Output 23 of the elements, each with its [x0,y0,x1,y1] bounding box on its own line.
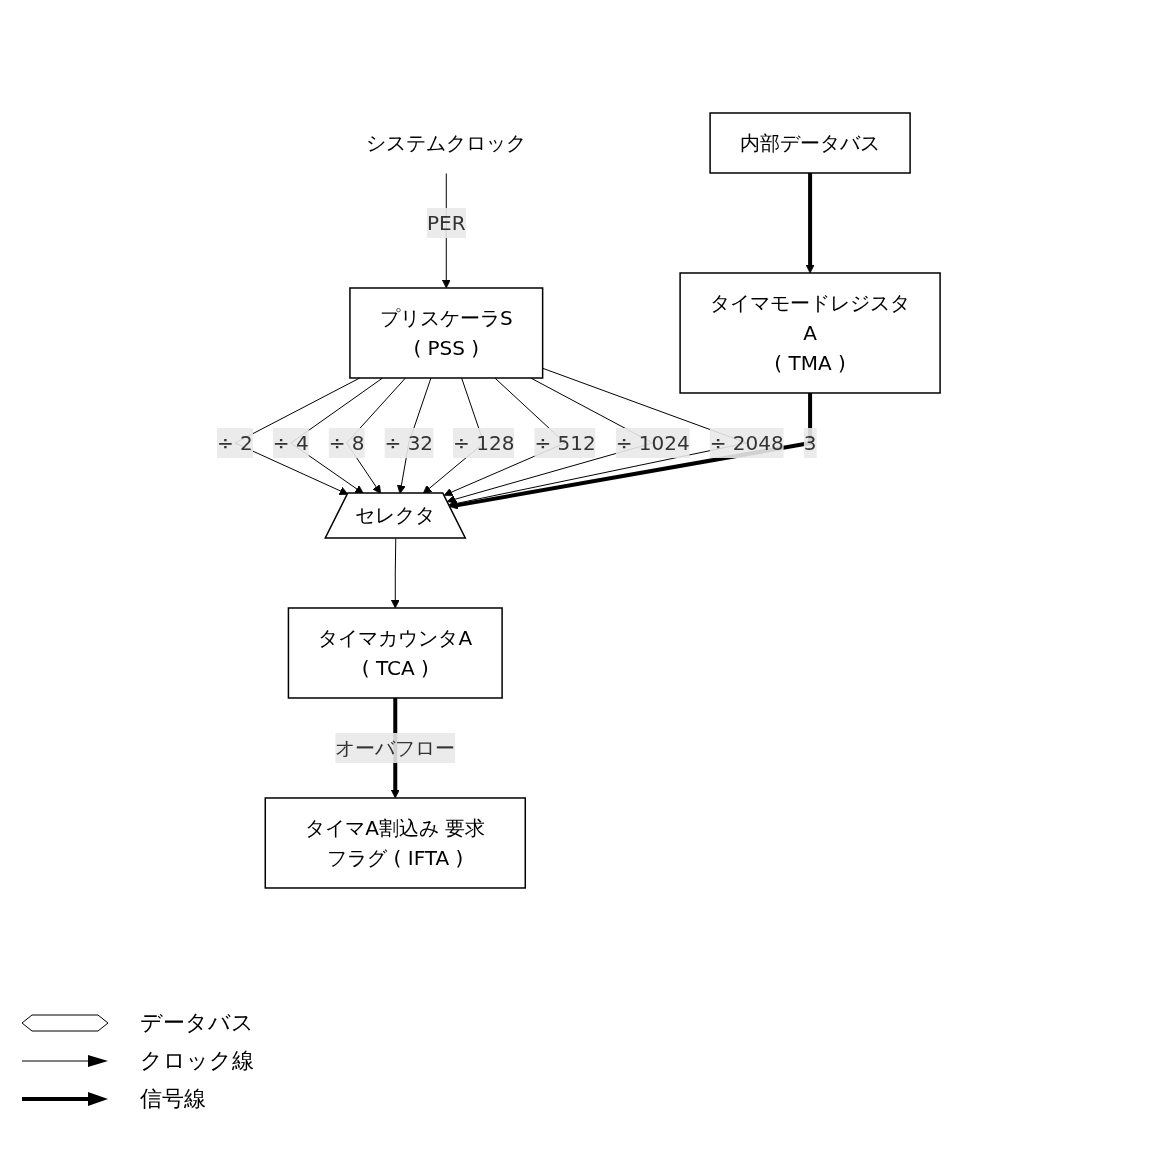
node-box: タイマカウンタA ( TCA ) [288,606,504,699]
edge-label: PER [427,210,467,235]
edge-label: オーバフロー [335,735,456,760]
edge-label: ÷ 32 [384,430,434,455]
legend-label: データバス [140,1009,254,1037]
legend-label: 信号線 [140,1085,206,1113]
legend-label: クロック線 [140,1047,254,1075]
node-box: タイマモードレジスタA ( TMA ) [679,271,942,394]
edge-label: ÷ 128 [453,430,515,455]
edge-label: ÷ 8 [329,430,365,455]
node-text: システムクロック [366,130,527,155]
arrow [449,392,813,509]
edge-label: ÷ 512 [534,430,597,455]
node-box: 内部データバス [709,111,912,174]
edge-label: 3 [804,430,817,455]
edge-label: ÷ 2048 [710,430,785,455]
edge-label: ÷ 1024 [616,430,691,455]
node-box: プリスケーラS ( PSS ) [349,286,544,379]
arrow [806,172,815,273]
edge-label: ÷ 2 [217,430,254,455]
edge-label: ÷ 4 [273,430,310,455]
arrow [391,537,401,608]
node-box: タイマA割込み 要求フラグ ( IFTA ) [264,796,527,889]
